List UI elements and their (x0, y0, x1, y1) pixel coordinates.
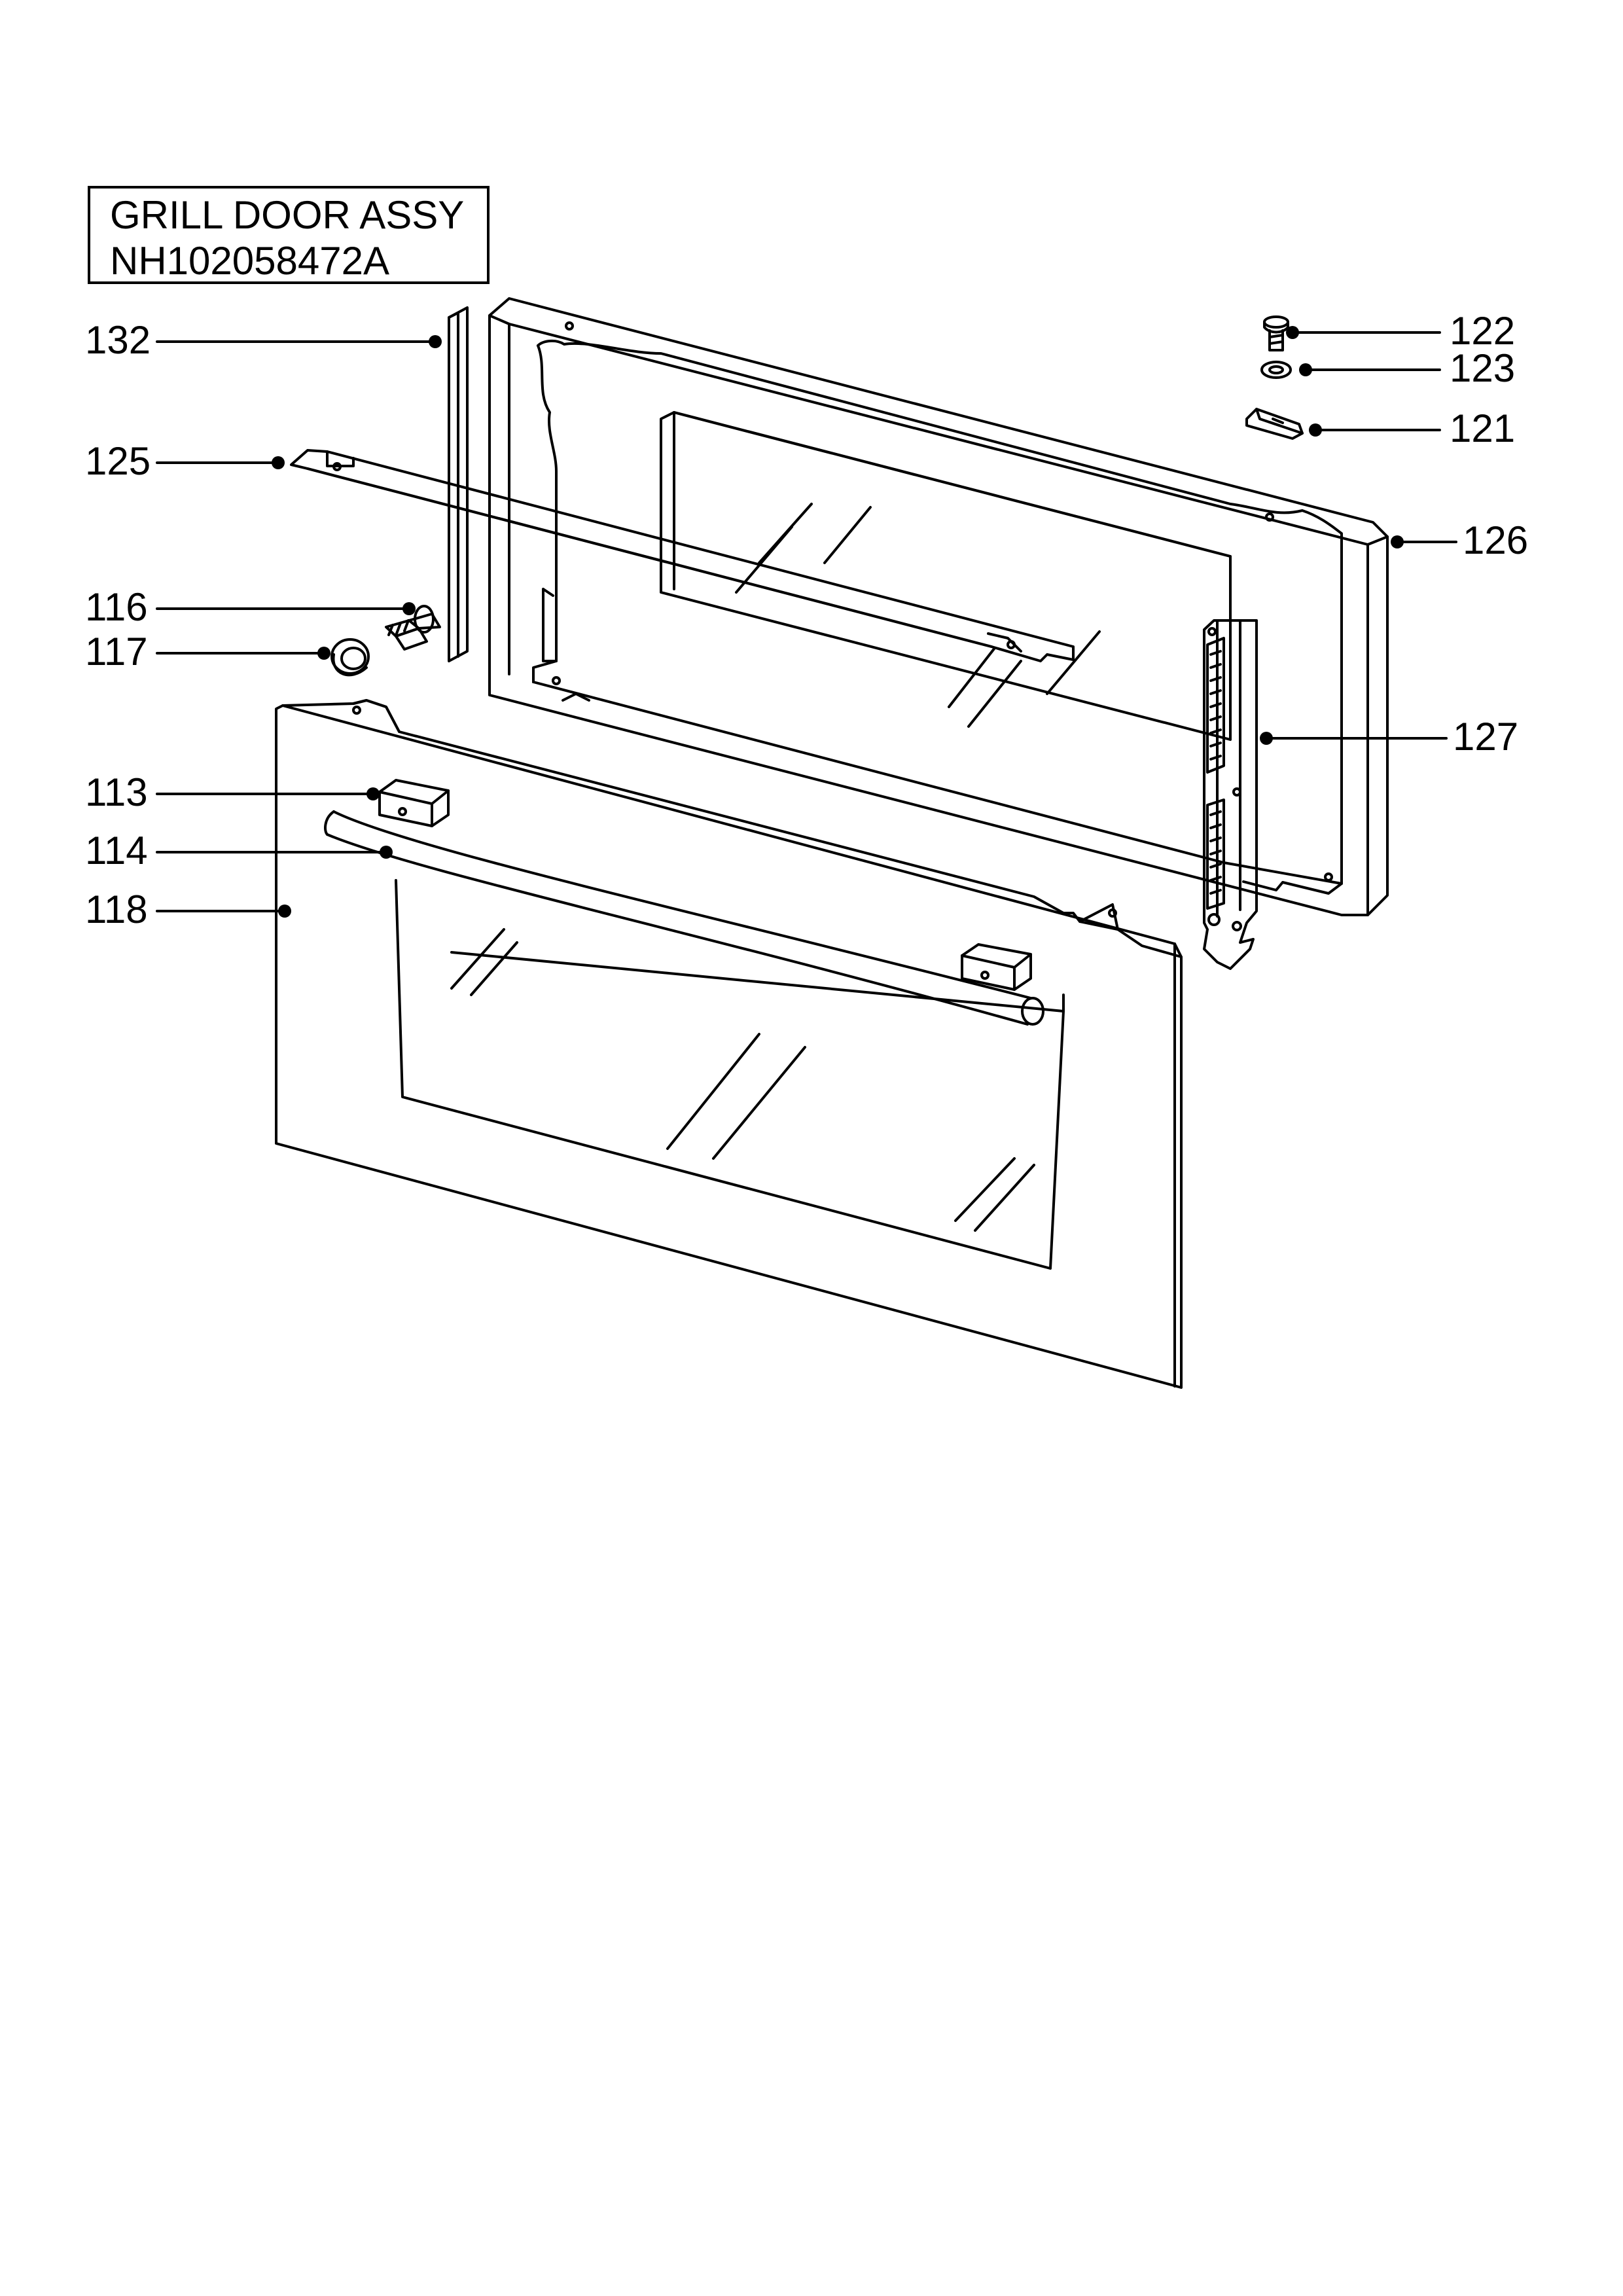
label-122: 122 (1450, 309, 1515, 353)
part-number: NH102058472A (110, 239, 390, 283)
outer-door-panel (275, 699, 1183, 1389)
leader-lines (156, 331, 1457, 912)
small-screw (1263, 315, 1289, 351)
clip (1245, 408, 1304, 440)
label-113: 113 (85, 770, 148, 814)
diagram-title: GRILL DOOR ASSY (110, 193, 465, 237)
title-box: GRILL DOOR ASSY NH102058472A (88, 186, 490, 284)
label-118: 118 (85, 888, 148, 931)
label-127: 127 (1453, 715, 1518, 759)
handle-bar (324, 810, 1044, 1026)
label-126: 126 (1463, 518, 1528, 562)
label-114: 114 (85, 829, 148, 872)
inner-door-frame (488, 297, 1389, 916)
washer (1260, 361, 1292, 379)
label-116: 116 (85, 585, 148, 629)
label-132: 132 (85, 318, 151, 362)
top-bracket-strip (290, 449, 1075, 662)
label-123: 123 (1450, 346, 1515, 390)
label-117: 117 (85, 630, 148, 673)
screw (385, 605, 441, 651)
nut (330, 638, 370, 677)
leader-dots (272, 326, 1404, 918)
hinge (1203, 619, 1258, 970)
label-121: 121 (1450, 406, 1515, 450)
label-125: 125 (85, 439, 151, 483)
handle-bracket (378, 779, 1032, 991)
